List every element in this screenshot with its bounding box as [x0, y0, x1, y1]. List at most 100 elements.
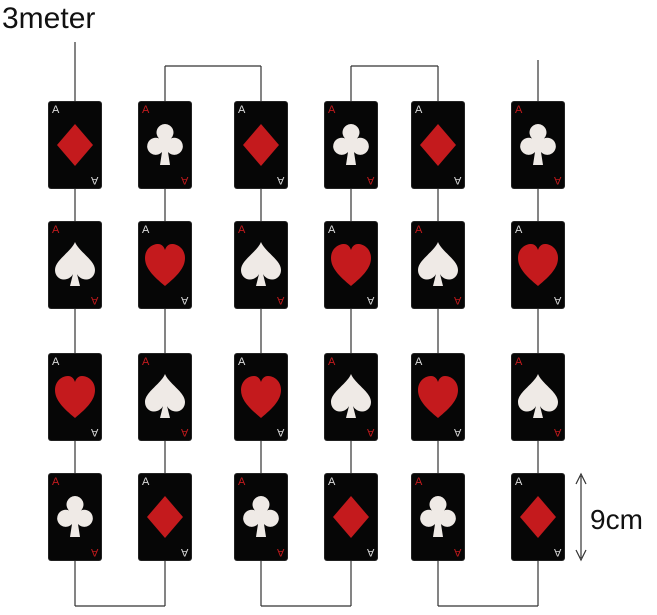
card-rank-bottom: A: [276, 294, 284, 306]
card-rank-bottom: A: [453, 294, 461, 306]
spade-icon: [518, 374, 558, 418]
club-icon: [57, 496, 93, 537]
spade-icon: [145, 374, 185, 418]
diamond-icon: [147, 496, 183, 538]
card-rank-bottom: A: [90, 294, 98, 306]
length-label: 3meter: [2, 2, 96, 35]
card-rank-top: A: [142, 356, 150, 368]
card-rank-bottom: A: [180, 546, 188, 558]
spade-icon: [55, 242, 95, 286]
club-icon: [147, 124, 183, 165]
card-rank-bottom: A: [276, 174, 284, 186]
card-rank-bottom: A: [553, 426, 561, 438]
spade-icon: [331, 374, 371, 418]
card-rank-bottom: A: [180, 174, 188, 186]
card-rank-top: A: [415, 356, 423, 368]
arrow-head-up: [575, 472, 587, 485]
heart-icon: [55, 376, 95, 418]
card-rank-bottom: A: [276, 546, 284, 558]
heart-icon: [331, 244, 371, 286]
diamond-icon: [243, 124, 279, 166]
card-rank-top: A: [328, 476, 336, 488]
card-rank-top: A: [142, 476, 150, 488]
card-rank-top: A: [238, 104, 246, 116]
club-icon: [243, 496, 279, 537]
card-rank-top: A: [515, 224, 523, 236]
card-rank-bottom: A: [553, 546, 561, 558]
card-rank-top: A: [328, 104, 336, 116]
card-rank-top: A: [415, 476, 423, 488]
card-rank-top: A: [415, 224, 423, 236]
card-rank-bottom: A: [276, 426, 284, 438]
spade-icon: [418, 242, 458, 286]
heart-icon: [145, 244, 185, 286]
arrow-head-down: [575, 549, 587, 562]
spade-icon: [241, 242, 281, 286]
card-rank-top: A: [52, 224, 60, 236]
card-rank-bottom: A: [90, 426, 98, 438]
card-rank-top: A: [52, 104, 60, 116]
card-size-label: 9cm: [590, 504, 643, 535]
card-rank-bottom: A: [453, 546, 461, 558]
card-rank-bottom: A: [366, 174, 374, 186]
diamond-icon: [520, 496, 556, 538]
card-rank-top: A: [238, 356, 246, 368]
club-icon: [420, 496, 456, 537]
heart-icon: [518, 244, 558, 286]
heart-icon: [418, 376, 458, 418]
card-rank-bottom: A: [453, 426, 461, 438]
diamond-icon: [57, 124, 93, 166]
card-rank-top: A: [52, 476, 60, 488]
card-rank-top: A: [328, 224, 336, 236]
card-rank-bottom: A: [90, 174, 98, 186]
club-icon: [333, 124, 369, 165]
card-rank-bottom: A: [366, 546, 374, 558]
card-rank-top: A: [52, 356, 60, 368]
card-rank-bottom: A: [453, 174, 461, 186]
card-rank-bottom: A: [180, 426, 188, 438]
card-rank-bottom: A: [366, 294, 374, 306]
heart-icon: [241, 376, 281, 418]
card-rank-bottom: A: [366, 426, 374, 438]
card-rank-bottom: A: [180, 294, 188, 306]
card-rank-bottom: A: [90, 546, 98, 558]
card-rank-top: A: [238, 224, 246, 236]
club-icon: [520, 124, 556, 165]
card-rank-top: A: [142, 224, 150, 236]
diamond-icon: [333, 496, 369, 538]
card-rank-top: A: [415, 104, 423, 116]
card-rank-bottom: A: [553, 174, 561, 186]
card-rank-top: A: [515, 104, 523, 116]
card-rank-top: A: [515, 476, 523, 488]
diamond-icon: [420, 124, 456, 166]
card-rank-top: A: [328, 356, 336, 368]
card-rank-top: A: [238, 476, 246, 488]
card-rank-top: A: [515, 356, 523, 368]
card-rank-bottom: A: [553, 294, 561, 306]
card-rank-top: A: [142, 104, 150, 116]
